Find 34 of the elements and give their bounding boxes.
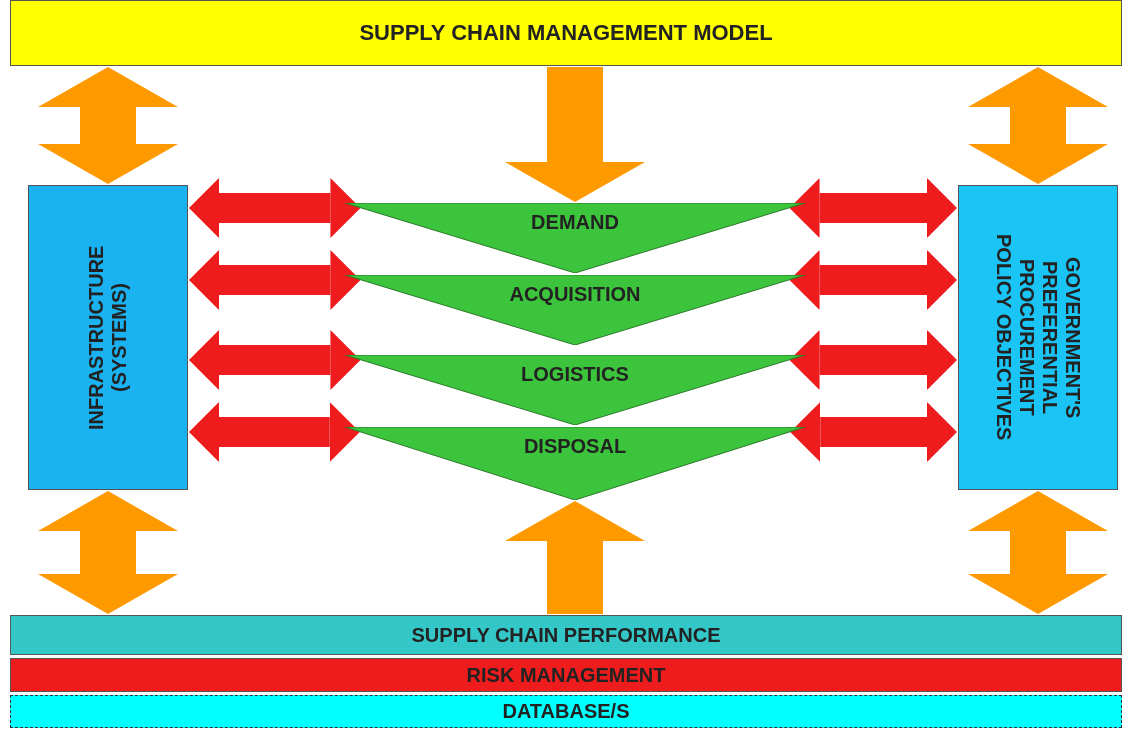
- side-panel: [958, 185, 1118, 490]
- arrow: [505, 67, 645, 202]
- panel-label: GOVERNMENT'S PREFERENTIAL PROCUREMENT POLICY OBJECTIVES: [992, 233, 1084, 443]
- arrow: [505, 501, 645, 614]
- stage-label: DEMAND: [531, 211, 619, 234]
- banner-bar: [10, 615, 1122, 655]
- double-arrow: [189, 250, 361, 310]
- bar-title: SUPPLY CHAIN MANAGEMENT MODEL: [359, 20, 773, 46]
- side-panel: [28, 185, 188, 490]
- funnel-stage: [345, 427, 805, 500]
- double-arrow: [790, 402, 957, 462]
- banner-bar: [10, 0, 1122, 66]
- double-arrow: [789, 250, 957, 310]
- double-arrow: [38, 491, 178, 614]
- double-arrow: [189, 330, 361, 390]
- bar-title: DATABASE/S: [502, 700, 630, 723]
- stage-label: DISPOSAL: [523, 435, 627, 458]
- double-arrow: [189, 402, 360, 462]
- funnel-stage: [345, 355, 805, 425]
- double-arrow: [968, 491, 1108, 614]
- stage-label: LOGISTICS: [521, 363, 629, 386]
- double-arrow: [968, 67, 1108, 184]
- panel-label: INFRASTRUCTURE (SYSTEMS): [85, 244, 131, 432]
- banner-bar: [10, 695, 1122, 728]
- double-arrow: [789, 330, 957, 390]
- funnel-stage: [345, 275, 805, 345]
- double-arrow: [189, 178, 361, 238]
- bar-title: SUPPLY CHAIN PERFORMANCE: [411, 623, 721, 647]
- double-arrow: [38, 67, 178, 184]
- bar-title: RISK MANAGEMENT: [466, 663, 666, 687]
- funnel-stage: [345, 203, 805, 273]
- stage-label: ACQUISITION: [509, 283, 641, 306]
- banner-bar: [10, 658, 1122, 692]
- double-arrow: [789, 178, 957, 238]
